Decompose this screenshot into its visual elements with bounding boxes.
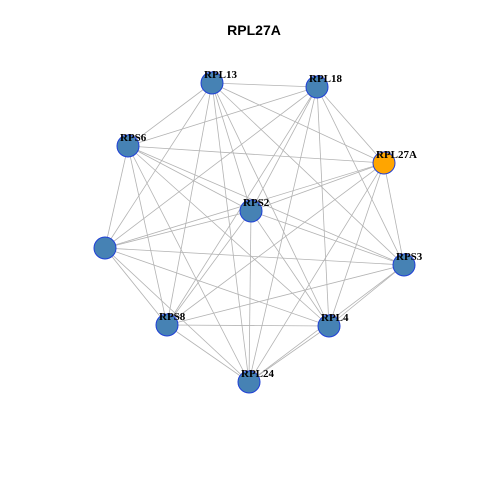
edge-RPS6-RPL4 bbox=[127, 145, 330, 327]
edge-RPL27A-RPL4 bbox=[328, 162, 385, 327]
edge-RPL13-RPS8 bbox=[166, 82, 213, 326]
edge-RPS8-RPL4 bbox=[166, 324, 330, 327]
edge-N6-RPL24 bbox=[104, 247, 250, 383]
edge-RPL27A-RPS3 bbox=[383, 162, 405, 266]
edge-RPS8-RPL24 bbox=[166, 324, 250, 383]
edge-RPL18-RPL27A bbox=[316, 86, 385, 164]
node-label-rps6: RPS6 bbox=[120, 132, 147, 144]
node-rpl24[interactable] bbox=[237, 370, 261, 394]
edge-RPL13-RPS3 bbox=[211, 82, 405, 266]
edge-RPL18-RPL4 bbox=[316, 86, 330, 327]
node-label-rps3: RPS3 bbox=[396, 251, 423, 263]
node-n6[interactable] bbox=[93, 236, 117, 260]
edge-RPL27A-RPS2 bbox=[250, 162, 385, 212]
edge-N6-RPS3 bbox=[104, 247, 405, 266]
edge-RPS6-RPS2 bbox=[127, 145, 252, 212]
edge-RPL27A-RPS8 bbox=[166, 162, 385, 326]
node-rps3[interactable] bbox=[392, 253, 416, 277]
node-rps6[interactable] bbox=[116, 134, 140, 158]
edge-RPL18-RPS6 bbox=[127, 86, 318, 147]
edge-RPL13-RPL18 bbox=[211, 82, 318, 88]
edge-RPS2-RPS8 bbox=[166, 210, 252, 326]
edge-RPL13-RPL4 bbox=[211, 82, 330, 327]
node-rpl4[interactable] bbox=[317, 314, 341, 338]
edge-RPL18-RPL24 bbox=[248, 86, 318, 383]
edge-RPS2-RPL24 bbox=[248, 210, 252, 383]
node-label-rps8: RPS8 bbox=[159, 311, 186, 323]
edge-RPL18-RPS2 bbox=[250, 86, 318, 212]
node-label-rpl18: RPL18 bbox=[309, 73, 343, 85]
edge-RPL13-RPS6 bbox=[127, 82, 213, 147]
edge-RPL13-RPS2 bbox=[211, 82, 252, 212]
edge-RPS6-RPL24 bbox=[127, 145, 250, 383]
edge-RPS6-RPL27A bbox=[127, 145, 385, 164]
node-rpl13[interactable] bbox=[200, 71, 224, 95]
node-label-rpl4: RPL4 bbox=[321, 312, 349, 324]
node-label-rps2: RPS2 bbox=[243, 197, 270, 209]
edge-RPL4-RPL24 bbox=[248, 325, 330, 383]
node-rpl27a[interactable] bbox=[372, 151, 396, 175]
node-layer bbox=[93, 71, 416, 394]
node-label-rpl24: RPL24 bbox=[241, 368, 275, 380]
edge-RPS6-RPS8 bbox=[127, 145, 168, 326]
edge-RPS3-RPL4 bbox=[328, 264, 405, 327]
edge-RPL18-N6 bbox=[104, 86, 318, 249]
node-label-rpl27a: RPL27A bbox=[376, 149, 417, 161]
edge-N6-RPL4 bbox=[104, 247, 330, 327]
graph-title: RPL27A bbox=[227, 22, 281, 38]
edge-RPS2-RPS3 bbox=[250, 210, 405, 266]
node-rps8[interactable] bbox=[155, 313, 179, 337]
edge-layer bbox=[104, 82, 405, 383]
edge-RPL13-N6 bbox=[104, 82, 213, 249]
node-rps2[interactable] bbox=[239, 199, 263, 223]
edge-RPL18-RPS3 bbox=[316, 86, 405, 266]
edge-RPL27A-RPL24 bbox=[248, 162, 385, 383]
edge-RPS3-RPS8 bbox=[166, 264, 405, 326]
node-rpl18[interactable] bbox=[305, 75, 329, 99]
node-label-rpl13: RPL13 bbox=[204, 69, 238, 81]
edge-RPS2-N6 bbox=[104, 210, 252, 249]
edge-RPS2-RPL4 bbox=[250, 210, 330, 327]
edge-RPL13-RPL24 bbox=[211, 82, 250, 383]
edge-N6-RPS8 bbox=[104, 247, 168, 326]
edge-RPS6-N6 bbox=[104, 145, 129, 249]
